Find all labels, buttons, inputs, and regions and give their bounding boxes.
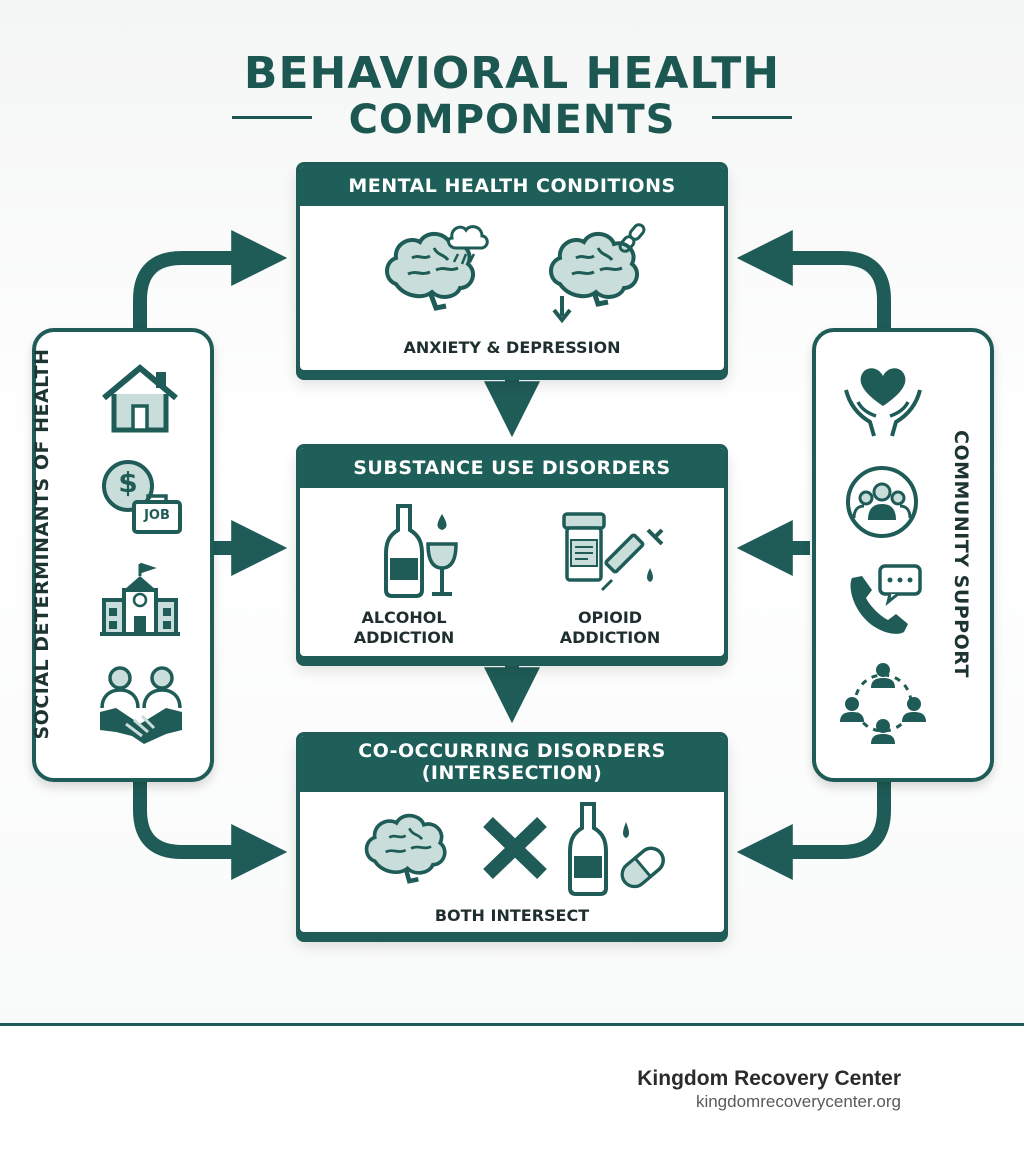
alcohol-caption-line2: ADDICTION — [353, 628, 455, 647]
x-icon — [483, 816, 547, 880]
opioid-caption-line1: OPIOID — [577, 608, 643, 627]
bottle-icon-2 — [568, 802, 608, 896]
phone-chat-icon — [850, 564, 922, 634]
cooccurring-header-line1: CO-OCCURRING DISORDERS — [358, 740, 666, 762]
capsule-icon — [620, 822, 665, 889]
handshake-icon — [100, 666, 182, 744]
school-icon — [100, 562, 180, 636]
cooccurring-panel: CO-OCCURRING DISORDERS (INTERSECTION) BO… — [296, 732, 728, 936]
dollar-sign: $ — [118, 466, 138, 499]
mental-health-caption: ANXIETY & DEPRESSION — [403, 338, 621, 357]
community-support-label: COMMUNITY SUPPORT — [950, 430, 972, 678]
heart-hands-icon — [844, 368, 922, 437]
money-job-icon — [102, 460, 182, 534]
brand-name: Kingdom Recovery Center — [637, 1067, 901, 1090]
arrow-right-to-cooccurring — [736, 780, 891, 880]
brain-cloud-icon — [385, 225, 489, 311]
footer — [0, 1026, 1024, 1154]
opioid-caption-line2: ADDICTION — [559, 628, 661, 647]
cooccurring-header: CO-OCCURRING DISORDERS (INTERSECTION) — [300, 736, 724, 792]
cooccurring-header-line2: (INTERSECTION) — [421, 762, 603, 784]
brand-url[interactable]: kingdomrecoverycenter.org — [695, 1092, 901, 1111]
job-label: JOB — [144, 508, 170, 523]
mental-health-header: MENTAL HEALTH CONDITIONS — [300, 166, 724, 206]
group-icon — [846, 466, 918, 538]
connector-arrows — [133, 230, 891, 880]
house-icon — [102, 364, 178, 433]
mental-health-panel: MENTAL HEALTH CONDITIONS ANXIETY & DEPRE… — [296, 162, 728, 374]
arrow-right-to-mental — [736, 230, 891, 330]
title-rule-left — [232, 116, 312, 119]
network-icon — [840, 663, 926, 744]
bottle-icon — [384, 504, 424, 598]
pill-bottle-icon — [562, 512, 606, 582]
page-title-line2: COMPONENTS — [348, 97, 676, 143]
wine-glass-icon — [426, 514, 458, 596]
arrow-left-to-cooccurring — [133, 780, 288, 880]
brain-icon — [364, 813, 447, 884]
footer-divider — [0, 1023, 1024, 1026]
page-title: BEHAVIORAL HEALTH — [243, 48, 781, 99]
alcohol-caption-line1: ALCOHOL — [361, 608, 447, 627]
social-determinants-label: SOCIAL DETERMINANTS OF HEALTH — [31, 348, 53, 740]
substance-use-panel: SUBSTANCE USE DISORDERS ALCOHOL ADDICTIO… — [296, 444, 728, 660]
brain-chain-icon — [549, 223, 646, 324]
substance-use-header: SUBSTANCE USE DISORDERS — [300, 448, 724, 488]
community-support-panel — [812, 328, 994, 782]
title-rule-right — [712, 116, 792, 119]
cooccurring-caption: BOTH INTERSECT — [434, 906, 590, 925]
syringe-icon — [600, 528, 664, 592]
arrow-left-to-mental — [133, 230, 288, 330]
